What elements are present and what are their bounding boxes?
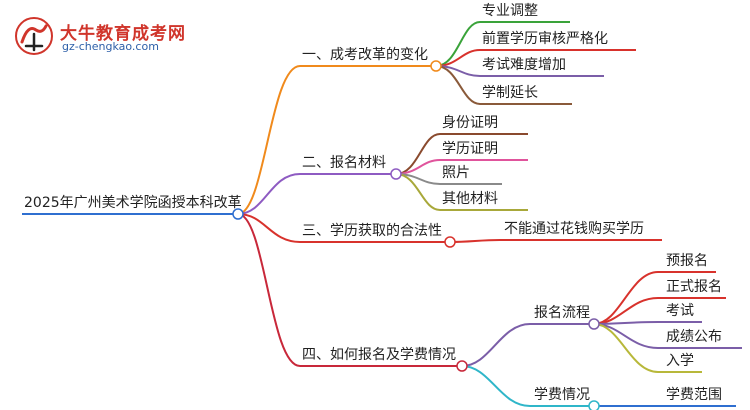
flow-step-5-label: 入学 [666,353,694,369]
branch-1-label: 一、成考改革的变化 [302,47,428,63]
branch-3-label: 三、学历获取的合法性 [302,223,442,239]
edge-b4-c1 [461,323,594,367]
b1-child-3-label: 考试难度增加 [482,57,566,73]
fee-node-dot[interactable] [588,400,600,410]
edge-b4-c2 [461,365,594,407]
b4-child-2-label: 学费情况 [534,387,590,403]
logo-mark-icon [15,17,53,55]
flow-step-2-label: 正式报名 [666,279,722,295]
root-node-dot[interactable] [232,208,244,220]
edge-flow-c2 [593,297,726,325]
edge-root-branch-2 [237,173,396,215]
b4-child-1-label: 报名流程 [534,305,590,321]
b1-child-4-label: 学制延长 [482,85,538,101]
b2-child-4-label: 其他材料 [442,191,498,207]
flow-step-3-label: 考试 [666,303,694,319]
edge-b1-c1 [435,21,570,67]
b1-child-2-label: 前置学历审核严格化 [482,31,608,47]
logo-title: 大牛教育成考网 [60,24,186,44]
edge-b2-c4 [395,173,528,211]
b1-child-1-label: 专业调整 [482,3,538,19]
b2-child-2-label: 学历证明 [442,141,498,157]
edge-root-branch-3 [237,213,450,243]
edge-flow-c3 [593,321,702,325]
branch-4-label: 四、如何报名及学费情况 [302,347,456,363]
flow-step-1-label: 预报名 [666,253,708,269]
edge-b1-c4 [435,65,572,105]
branch-2-node-dot[interactable] [390,168,402,180]
fee-child-1-label: 学费范围 [666,387,722,403]
flow-node-dot[interactable] [588,318,600,330]
edge-flow-c1 [593,271,716,325]
edge-root-branch-1 [237,65,436,215]
flow-step-4-label: 成绩公布 [666,329,722,345]
b3-child-1-label: 不能通过花钱购买学历 [504,221,644,237]
edge-b3-c1 [449,239,662,243]
branch-1-node-dot[interactable] [430,60,442,72]
edge-root-branch-4 [237,213,462,367]
b2-child-1-label: 身份证明 [442,115,498,131]
branch-3-node-dot[interactable] [444,236,456,248]
logo-url: gz-chengkao.com [62,40,159,53]
branch-2-label: 二、报名材料 [302,155,386,171]
site-logo[interactable]: 大牛教育成考网 gz-chengkao.com [8,12,185,60]
branch-4-node-dot[interactable] [456,360,468,372]
root-label: 2025年广州美术学院函授本科改革 [24,195,242,211]
b2-child-3-label: 照片 [442,165,470,181]
edge-flow-c5 [593,323,702,373]
